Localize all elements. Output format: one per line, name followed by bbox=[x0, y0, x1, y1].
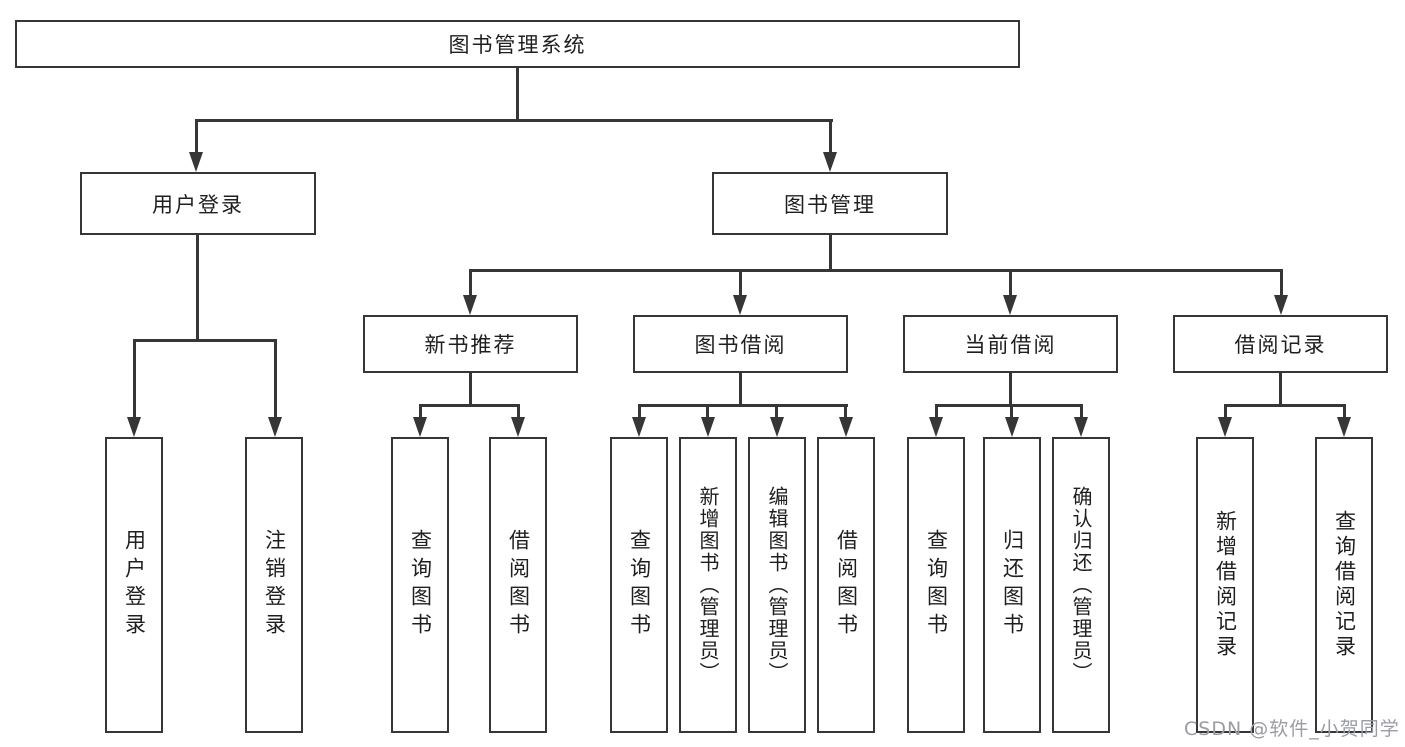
arrow-down-icon bbox=[413, 417, 427, 437]
connector-line bbox=[469, 269, 1283, 272]
leaf-query-borrow-record-label: 查询借阅记录 bbox=[1332, 510, 1357, 660]
connector-line bbox=[274, 339, 277, 419]
leaf-borrow-books-1: 借阅图书 bbox=[489, 437, 547, 733]
leaf-query-books-2: 查询图书 bbox=[610, 437, 668, 733]
arrow-down-icon bbox=[1005, 417, 1019, 437]
connector-line bbox=[1280, 269, 1283, 297]
leaf-edit-books-admin-label: 编辑图书（管理员） bbox=[765, 486, 789, 684]
connector-line bbox=[638, 404, 641, 419]
connector-line bbox=[419, 404, 520, 407]
connector-line bbox=[1279, 373, 1282, 407]
connector-line bbox=[706, 404, 709, 419]
connector-line bbox=[1009, 373, 1012, 407]
connector-line bbox=[1224, 404, 1227, 419]
node-user-login: 用户登录 bbox=[80, 172, 316, 235]
leaf-borrow-books-2: 借阅图书 bbox=[817, 437, 875, 733]
node-current-borrow: 当前借阅 bbox=[903, 315, 1118, 373]
connector-line bbox=[1010, 404, 1013, 419]
leaf-borrow-books-1-label: 借阅图书 bbox=[506, 529, 531, 641]
arrow-down-icon bbox=[1337, 417, 1351, 437]
node-current-borrow-label: 当前借阅 bbox=[964, 333, 1057, 357]
arrow-down-icon bbox=[1274, 295, 1288, 315]
node-book-management-label: 图书管理 bbox=[784, 192, 876, 217]
leaf-query-books-2-label: 查询图书 bbox=[627, 529, 652, 641]
connector-line bbox=[133, 339, 136, 419]
arrow-down-icon bbox=[127, 417, 141, 437]
connector-line bbox=[829, 119, 832, 154]
node-user-login-label: 用户登录 bbox=[152, 192, 244, 217]
arrow-down-icon bbox=[463, 295, 477, 315]
leaf-edit-books-admin: 编辑图书（管理员） bbox=[748, 437, 806, 733]
leaf-add-books-admin-label: 新增图书（管理员） bbox=[696, 486, 720, 684]
connector-line bbox=[195, 119, 198, 154]
connector-line bbox=[195, 119, 833, 122]
leaf-query-books-3: 查询图书 bbox=[907, 437, 965, 733]
connector-line bbox=[739, 269, 742, 297]
node-root: 图书管理系统 bbox=[15, 20, 1020, 68]
connector-line bbox=[469, 269, 472, 297]
connector-line bbox=[1009, 269, 1012, 297]
csdn-watermark: CSDN @软件_小贺同学 bbox=[1184, 718, 1400, 740]
arrow-down-icon bbox=[929, 417, 943, 437]
leaf-add-books-admin: 新增图书（管理员） bbox=[679, 437, 737, 733]
connector-line bbox=[844, 404, 847, 419]
node-borrow-records: 借阅记录 bbox=[1173, 315, 1388, 373]
node-book-management: 图书管理 bbox=[712, 172, 948, 235]
arrow-down-icon bbox=[1003, 295, 1017, 315]
arrow-down-icon bbox=[839, 417, 853, 437]
arrow-down-icon bbox=[823, 152, 837, 172]
arrow-down-icon bbox=[733, 295, 747, 315]
node-book-borrow: 图书借阅 bbox=[633, 315, 848, 373]
connector-line bbox=[829, 235, 832, 272]
leaf-return-books-label: 归还图书 bbox=[1000, 529, 1025, 641]
arrow-down-icon bbox=[770, 417, 784, 437]
connector-line bbox=[935, 404, 1083, 407]
arrow-down-icon bbox=[268, 417, 282, 437]
leaf-borrow-books-2-label: 借阅图书 bbox=[834, 529, 859, 641]
connector-line bbox=[1224, 404, 1346, 407]
leaf-confirm-return-admin-label: 确认归还（管理员） bbox=[1069, 486, 1093, 684]
connector-line bbox=[196, 235, 199, 342]
leaf-query-books-1: 查询图书 bbox=[391, 437, 449, 733]
connector-line bbox=[775, 404, 778, 419]
node-borrow-records-label: 借阅记录 bbox=[1234, 333, 1327, 357]
leaf-confirm-return-admin: 确认归还（管理员） bbox=[1052, 437, 1110, 733]
connector-line bbox=[935, 404, 938, 419]
leaf-logout: 注销登录 bbox=[245, 437, 303, 733]
connector-line bbox=[1343, 404, 1346, 419]
arrow-down-icon bbox=[632, 417, 646, 437]
connector-line bbox=[638, 404, 848, 407]
connector-line bbox=[517, 404, 520, 419]
leaf-user-login: 用户登录 bbox=[105, 437, 163, 733]
arrow-down-icon bbox=[511, 417, 525, 437]
arrow-down-icon bbox=[189, 152, 203, 172]
leaf-return-books: 归还图书 bbox=[983, 437, 1041, 733]
arrow-down-icon bbox=[1218, 417, 1232, 437]
connector-line bbox=[419, 404, 422, 419]
leaf-query-borrow-record: 查询借阅记录 bbox=[1315, 437, 1373, 733]
connector-line bbox=[1080, 404, 1083, 419]
node-new-book-recommend-label: 新书推荐 bbox=[424, 333, 517, 357]
connector-line bbox=[133, 339, 277, 342]
leaf-query-books-3-label: 查询图书 bbox=[924, 529, 949, 641]
connector-line bbox=[739, 373, 742, 407]
leaf-logout-label: 注销登录 bbox=[262, 529, 287, 641]
leaf-user-login-label: 用户登录 bbox=[122, 529, 147, 641]
node-new-book-recommend: 新书推荐 bbox=[363, 315, 578, 373]
leaf-add-borrow-record-label: 新增借阅记录 bbox=[1213, 510, 1238, 660]
node-book-borrow-label: 图书借阅 bbox=[694, 333, 787, 357]
leaf-query-books-1-label: 查询图书 bbox=[408, 529, 433, 641]
connector-line bbox=[469, 373, 472, 407]
arrow-down-icon bbox=[1074, 417, 1088, 437]
arrow-down-icon bbox=[701, 417, 715, 437]
leaf-add-borrow-record: 新增借阅记录 bbox=[1196, 437, 1254, 733]
connector-line bbox=[516, 68, 519, 122]
node-root-label: 图书管理系统 bbox=[448, 33, 587, 57]
